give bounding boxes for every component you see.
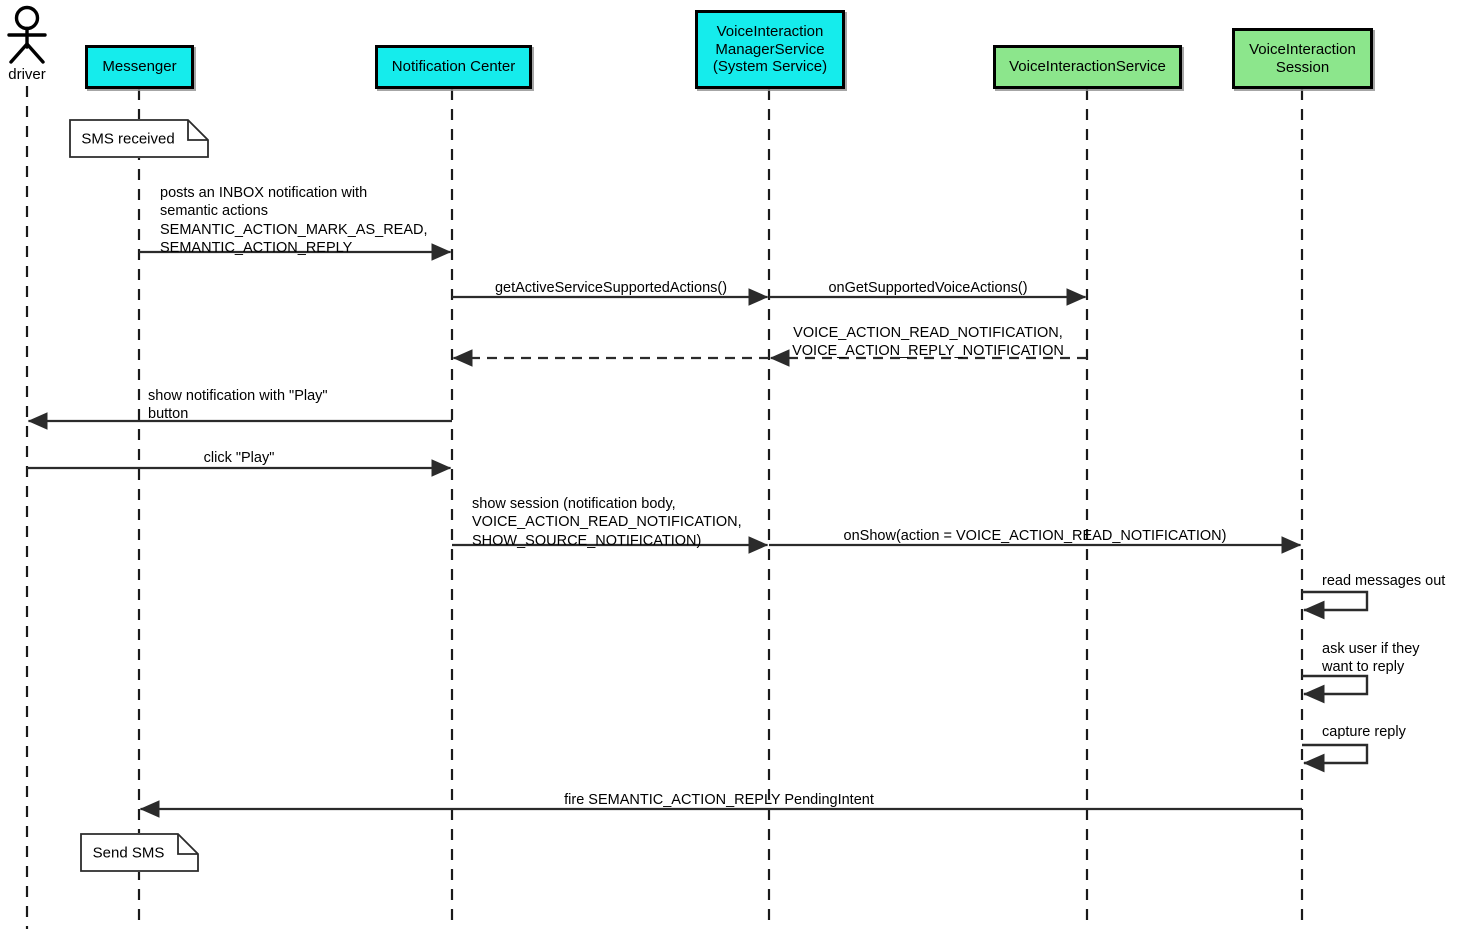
participant-label: VoiceInteractionService <box>1009 58 1166 76</box>
note-send-sms: Send SMS <box>80 833 199 872</box>
actor-label-driver: driver <box>8 66 46 83</box>
self-capture-reply-loop <box>1302 743 1369 773</box>
participant-voice-interaction-service[interactable]: VoiceInteractionService <box>993 45 1182 89</box>
self-read-messages-out-loop <box>1302 590 1369 620</box>
note-shape <box>80 833 199 872</box>
self-messages-group <box>1302 590 1369 773</box>
participant-messenger[interactable]: Messenger <box>85 45 194 89</box>
participant-voice-interaction-session[interactable]: VoiceInteraction Session <box>1232 28 1373 89</box>
note-shape <box>69 119 209 158</box>
participant-label: VoiceInteraction ManagerService (System … <box>712 23 828 76</box>
note-label: Send SMS <box>92 844 165 861</box>
actor-driver-figure <box>7 5 47 64</box>
self-ask-user-if-they-want-to-reply-loop <box>1302 674 1369 704</box>
participant-notification-center[interactable]: Notification Center <box>375 45 532 89</box>
lifelines-group <box>25 86 1304 929</box>
participant-label: Notification Center <box>391 58 516 76</box>
note-sms-received: SMS received <box>69 119 209 158</box>
participant-voice-interaction-manager-service[interactable]: VoiceInteraction ManagerService (System … <box>695 10 845 89</box>
participant-label: Messenger <box>102 58 177 76</box>
note-label: SMS received <box>81 130 175 147</box>
participant-label: VoiceInteraction Session <box>1249 41 1356 76</box>
messages-group <box>27 243 1302 818</box>
